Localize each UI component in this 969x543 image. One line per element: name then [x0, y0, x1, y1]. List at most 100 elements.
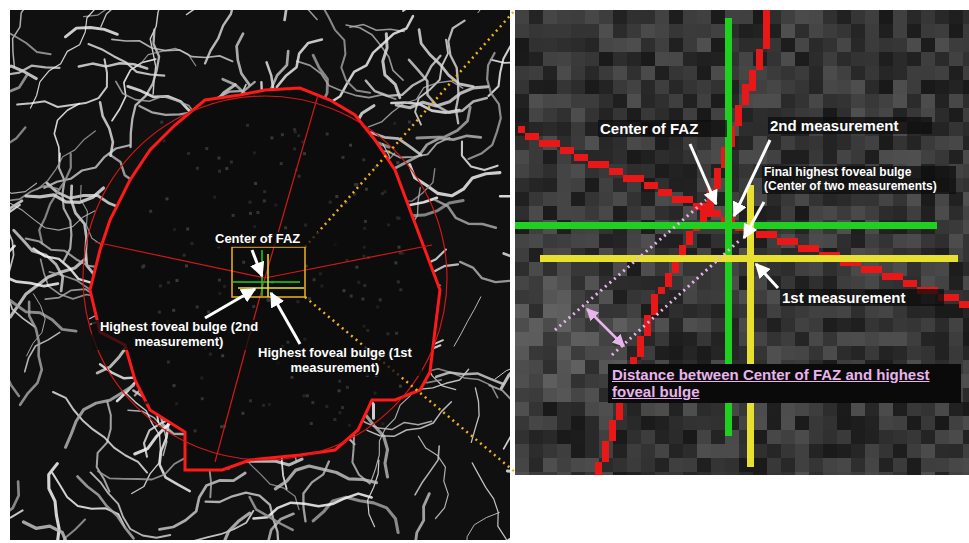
pixel [851, 10, 865, 24]
pixel [515, 66, 529, 80]
pixel [669, 66, 683, 80]
border-pixel [756, 49, 763, 56]
pixel [767, 66, 781, 80]
pixel [613, 192, 627, 206]
pixel [515, 360, 529, 374]
pixel [809, 262, 823, 276]
pixel [585, 374, 599, 388]
pixel [725, 472, 739, 475]
pixel [543, 80, 557, 94]
pixel [571, 346, 585, 360]
pixel [529, 444, 543, 458]
pixel [949, 38, 963, 52]
pixel [529, 318, 543, 332]
border-pixel [952, 294, 959, 301]
pixel [543, 10, 557, 24]
pixel [767, 472, 781, 475]
border-pixel [665, 280, 672, 287]
speckle [145, 401, 148, 404]
vessel [65, 28, 117, 37]
pixel [585, 304, 599, 318]
pixel [963, 66, 969, 80]
measurement-label: 1st measurement [780, 289, 944, 306]
border-pixel [518, 126, 525, 133]
pixel [613, 66, 627, 80]
pixel [753, 402, 767, 416]
pixel [753, 304, 767, 318]
border-pixel [756, 231, 763, 238]
pixel [865, 346, 879, 360]
pixel [837, 10, 851, 24]
pixel [543, 178, 557, 192]
vessel [285, 10, 303, 20]
pixel [893, 150, 907, 164]
pixel [949, 472, 963, 475]
speckle [263, 190, 266, 193]
pixel [823, 192, 837, 206]
speckle [249, 201, 252, 204]
border-pixel [539, 140, 546, 147]
pixel [837, 346, 851, 360]
pixel [767, 80, 781, 94]
speckle [183, 254, 186, 257]
pixel [879, 52, 893, 66]
pixel [529, 38, 543, 52]
pixel [711, 430, 725, 444]
pixel [627, 472, 641, 475]
pixel [753, 290, 767, 304]
pixel [557, 430, 571, 444]
pixel [711, 402, 725, 416]
pixel [683, 318, 697, 332]
pixel [641, 262, 655, 276]
border-pixel [644, 315, 651, 322]
border-pixel [966, 301, 969, 308]
pixel [515, 234, 529, 248]
pixel [571, 402, 585, 416]
pixel [543, 94, 557, 108]
speckle [172, 309, 175, 312]
pixel [781, 346, 795, 360]
pixel [879, 318, 893, 332]
zoom-box [232, 247, 305, 297]
border-pixel [763, 42, 770, 49]
pixel [781, 262, 795, 276]
pixel [711, 332, 725, 346]
pixel [893, 66, 907, 80]
pixel [585, 262, 599, 276]
pixel [753, 122, 767, 136]
pixel [921, 416, 935, 430]
pixel [823, 66, 837, 80]
pixel [809, 10, 823, 24]
border-pixel [763, 10, 770, 14]
pixel [837, 38, 851, 52]
pixel [557, 122, 571, 136]
pixel [753, 458, 767, 472]
pixel [865, 472, 879, 475]
pixel [543, 444, 557, 458]
pixel [571, 360, 585, 374]
pixel [557, 402, 571, 416]
leader-arrows [205, 140, 778, 344]
pixel [641, 472, 655, 475]
border-pixel [735, 105, 742, 112]
speckle [363, 227, 366, 230]
pixel [753, 416, 767, 430]
pixel [669, 346, 683, 360]
border-pixel [567, 147, 574, 154]
pixel [935, 220, 949, 234]
pixel [935, 94, 949, 108]
pixel [921, 150, 935, 164]
pixel [823, 430, 837, 444]
speckle [293, 128, 296, 131]
pixel [767, 346, 781, 360]
pixel [935, 80, 949, 94]
pixel [543, 402, 557, 416]
pixel [921, 346, 935, 360]
speckle [218, 279, 221, 282]
pixel [865, 430, 879, 444]
pixel [893, 192, 907, 206]
pixel [627, 234, 641, 248]
pixel [599, 346, 613, 360]
pixel [907, 430, 921, 444]
pixel [571, 416, 585, 430]
